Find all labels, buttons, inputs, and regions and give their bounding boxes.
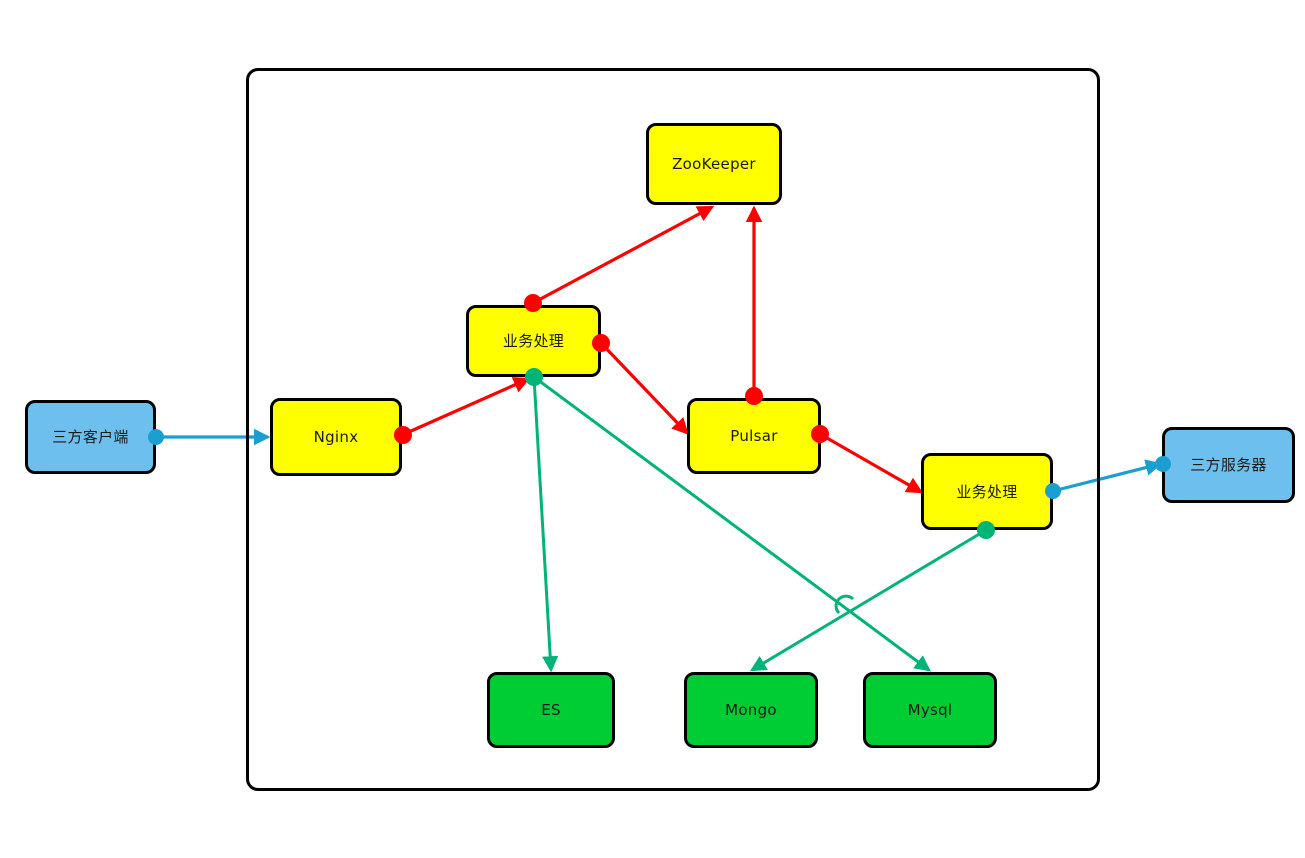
node-nginx[interactable]: Nginx xyxy=(270,398,402,476)
node-label-client: 三方客户端 xyxy=(52,428,129,446)
node-label-mongo: Mongo xyxy=(725,701,777,719)
node-zookeeper[interactable]: ZooKeeper xyxy=(646,123,782,205)
node-label-zookeeper: ZooKeeper xyxy=(672,155,756,173)
dot-biz1-top[interactable] xyxy=(524,294,542,312)
dot-biz1-bottom[interactable] xyxy=(525,368,543,386)
dot-client-out[interactable] xyxy=(148,429,164,445)
node-server[interactable]: 三方服务器 xyxy=(1162,427,1295,503)
node-client[interactable]: 三方客户端 xyxy=(25,400,156,474)
system-boundary xyxy=(246,68,1100,791)
node-label-nginx: Nginx xyxy=(313,428,359,446)
dot-biz1-right[interactable] xyxy=(592,334,610,352)
node-mysql[interactable]: Mysql xyxy=(863,672,997,748)
node-label-es: ES xyxy=(541,701,561,719)
node-label-server: 三方服务器 xyxy=(1190,456,1267,474)
dot-nginx-out[interactable] xyxy=(394,426,412,444)
dot-pulsar-top[interactable] xyxy=(745,387,763,405)
node-biz2[interactable]: 业务处理 xyxy=(921,453,1053,530)
node-mongo[interactable]: Mongo xyxy=(684,672,818,748)
node-biz1[interactable]: 业务处理 xyxy=(466,305,601,377)
node-label-biz1: 业务处理 xyxy=(502,332,565,350)
node-pulsar[interactable]: Pulsar xyxy=(687,398,821,474)
node-label-mysql: Mysql xyxy=(907,701,953,719)
dot-biz2-bottom[interactable] xyxy=(977,521,995,539)
node-label-biz2: 业务处理 xyxy=(956,482,1018,501)
node-label-pulsar: Pulsar xyxy=(730,427,778,445)
node-es[interactable]: ES xyxy=(487,672,615,748)
dot-biz2-right[interactable] xyxy=(1045,483,1061,499)
dot-pulsar-right[interactable] xyxy=(811,425,829,443)
dot-server-in[interactable] xyxy=(1155,456,1171,472)
